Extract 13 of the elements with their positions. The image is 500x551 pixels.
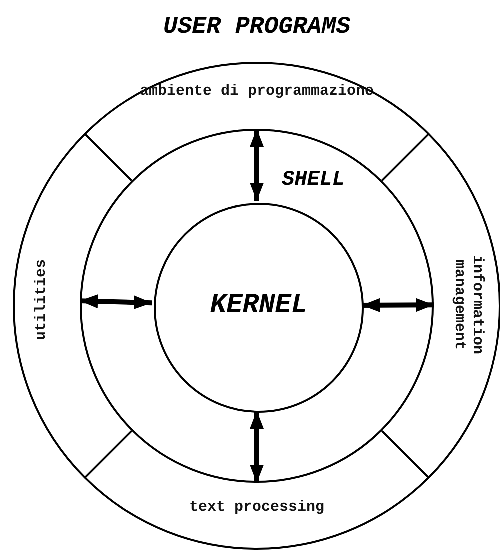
kernel-label: KERNEL <box>209 291 309 321</box>
segment-label: utilities <box>32 225 52 375</box>
segment-label: text processing <box>157 488 357 528</box>
segment-label: ambiente di programmazione <box>137 72 377 112</box>
double-arrow <box>362 298 434 312</box>
ring-heading: USER PROGRAMS <box>162 14 352 41</box>
double-arrow <box>80 294 152 310</box>
double-arrow <box>250 129 264 201</box>
segment-label: information management <box>448 230 488 380</box>
kernel-circle <box>154 203 364 413</box>
ring-label: SHELL <box>282 169 346 192</box>
shell-ring <box>80 129 434 483</box>
double-arrow <box>250 411 264 483</box>
